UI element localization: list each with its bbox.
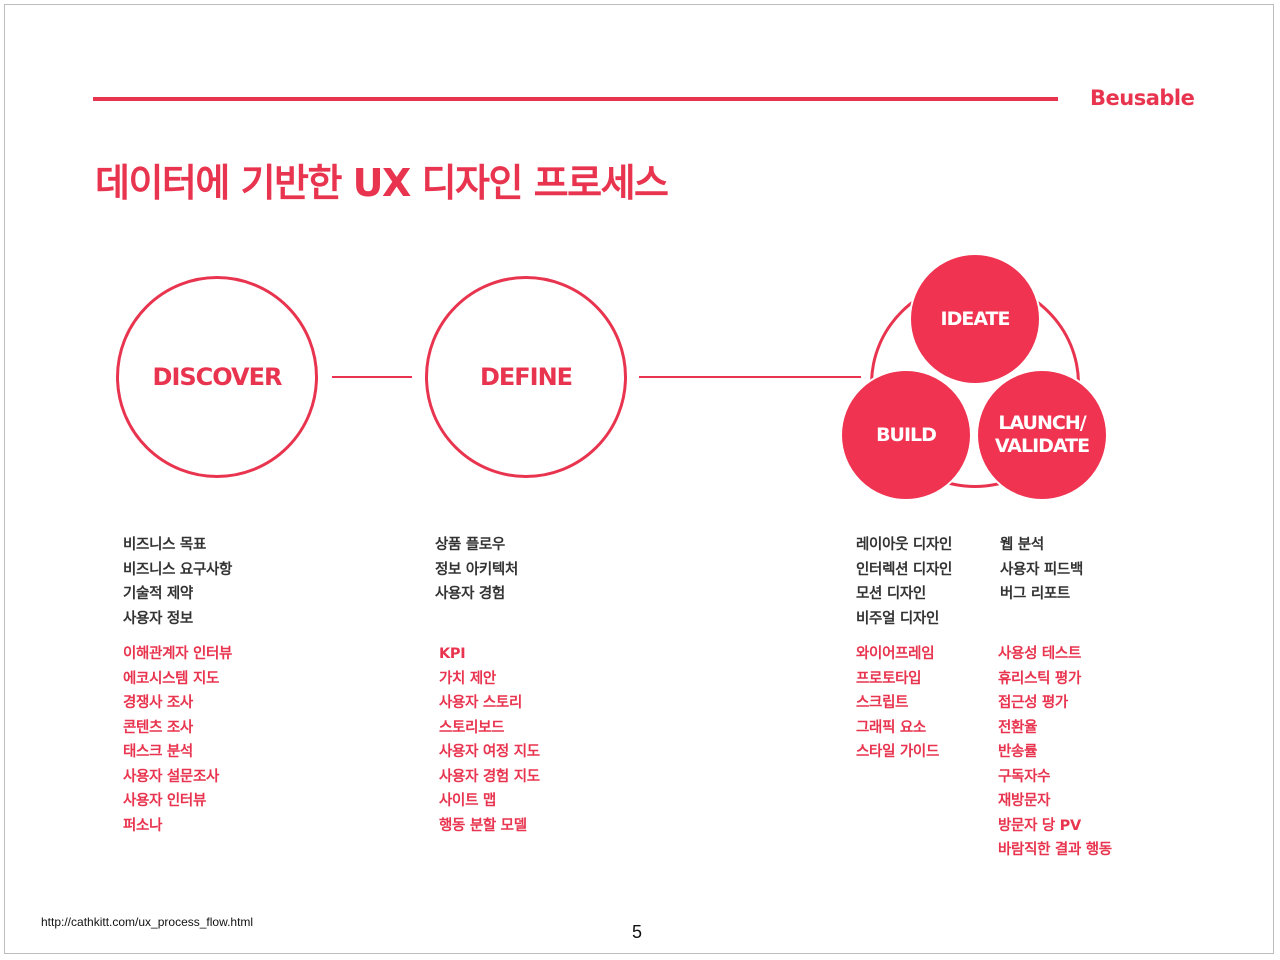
list-item: 사용자 경험 지도	[439, 768, 540, 785]
list-item: 레이아웃 디자인	[856, 537, 953, 553]
list-item: 에코시스템 지도	[123, 670, 220, 687]
list-item: 비즈니스 요구사항	[123, 561, 233, 578]
list-item: 경쟁사 조사	[123, 695, 193, 711]
list-item: 이해관계자 인터뷰	[123, 646, 233, 662]
list-item: 사용자 스토리	[439, 695, 522, 711]
ideate-label: IDEATE	[940, 308, 1011, 330]
list-item: 행동 분할 모델	[439, 817, 527, 834]
list-item: 상품 플로우	[435, 537, 505, 553]
list-item: 전환율	[998, 719, 1038, 736]
discover-circle: DISCOVER	[116, 276, 318, 478]
list-item: 태스크 분석	[123, 744, 193, 760]
list-item: 가치 제안	[439, 670, 496, 687]
list-item: 사용자 정보	[123, 610, 193, 627]
list-item: 인터렉션 디자인	[856, 561, 953, 578]
header-rule	[93, 97, 1058, 101]
list-item: 접근성 평가	[998, 695, 1068, 711]
list-item: 바람직한 결과 행동	[998, 842, 1112, 858]
launch-validate-circle: LAUNCH/ VALIDATE	[976, 369, 1108, 501]
list-item: 버그 리포트	[1000, 586, 1070, 602]
list-item: 사용자 경험	[435, 586, 505, 602]
ideate-circle: IDEATE	[909, 253, 1041, 385]
list-item: 휴리스틱 평가	[998, 670, 1081, 687]
list-item: 반송률	[998, 744, 1038, 760]
list-item: 기술적 제약	[123, 586, 193, 602]
list-item: 사용성 테스트	[998, 646, 1081, 662]
brand-logo: Beusable	[1090, 86, 1195, 110]
list-item: 비주얼 디자인	[856, 610, 939, 627]
list-item: 콘텐츠 조사	[123, 719, 193, 736]
list-item: 퍼소나	[123, 817, 163, 834]
list-item: 웹 분석	[1000, 537, 1044, 553]
list-item: 구독자수	[998, 768, 1051, 785]
list-item: 스토리보드	[439, 719, 505, 736]
list-item: KPI	[439, 646, 466, 662]
list-item: 스크립트	[856, 695, 909, 711]
page-title: 데이터에 기반한 UX 디자인 프로세스	[95, 161, 669, 205]
define-label: DEFINE	[479, 363, 573, 391]
build-circle: BUILD	[840, 369, 972, 501]
page-number: 5	[632, 922, 643, 942]
launch-validate-label: LAUNCH/ VALIDATE	[994, 412, 1090, 457]
connector-discover-define	[332, 376, 412, 378]
build-label: BUILD	[876, 424, 937, 446]
list-item: 와이어프레임	[856, 646, 935, 662]
list-item: 그래픽 요소	[856, 719, 926, 736]
slide-frame	[4, 4, 1274, 954]
list-item: 사이트 맵	[439, 793, 496, 809]
list-item: 사용자 인터뷰	[123, 793, 206, 809]
discover-label: DISCOVER	[152, 363, 283, 391]
list-item: 재방문자	[998, 793, 1051, 809]
list-item: 사용자 피드백	[1000, 561, 1083, 578]
list-item: 스타일 가이드	[856, 744, 939, 760]
list-item: 정보 아키텍처	[435, 561, 518, 578]
list-item: 비즈니스 목표	[123, 537, 206, 553]
connector-define-develop	[639, 376, 861, 378]
list-item: 사용자 여정 지도	[439, 744, 540, 760]
source-url: http://cathkitt.com/ux_process_flow.html	[41, 915, 254, 929]
list-item: 모션 디자인	[856, 586, 926, 602]
list-item: 사용자 설문조사	[123, 768, 220, 785]
define-circle: DEFINE	[425, 276, 627, 478]
list-item: 프로토타입	[856, 670, 922, 687]
list-item: 방문자 당 PV	[998, 817, 1081, 834]
